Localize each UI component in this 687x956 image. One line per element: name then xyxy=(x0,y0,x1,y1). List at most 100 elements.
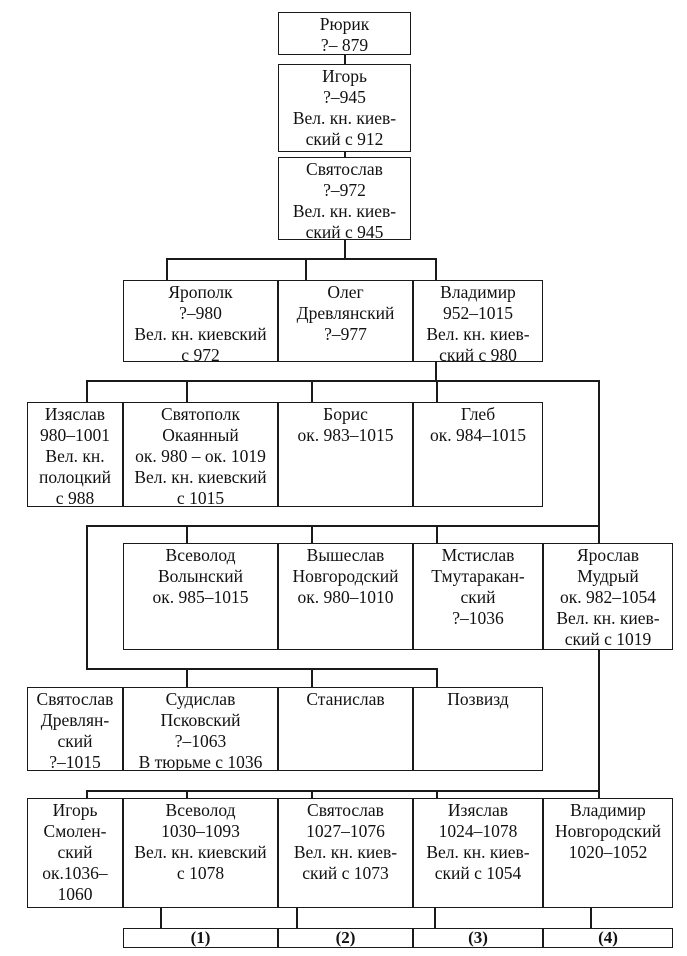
connector-line xyxy=(590,908,592,928)
connector-line xyxy=(311,668,313,687)
generation-cell: (4) xyxy=(543,928,673,948)
person-text-line: ский xyxy=(57,731,93,751)
connector-line xyxy=(86,380,88,402)
person-text-line: ?–1036 xyxy=(452,608,504,628)
person-text-line: 1060 xyxy=(57,884,93,904)
connector-line xyxy=(186,380,188,402)
person-text-line: Борис xyxy=(323,404,368,424)
person-text-line: ?–972 xyxy=(323,180,366,200)
person-text-line: Тмутаракан- xyxy=(431,566,525,586)
person-text-line: ?–1063 xyxy=(174,731,227,751)
connector-line xyxy=(435,362,437,380)
person-text-line: ?–977 xyxy=(324,324,367,344)
person-text-line: Вел. кн. киев- xyxy=(426,842,530,862)
person-box-pozvizd: Позвизд xyxy=(413,687,543,771)
person-text-line: Ярослав xyxy=(576,545,640,565)
person-text-line: Рюрик xyxy=(319,14,370,34)
connector-line xyxy=(186,790,188,798)
person-box-stanislav: Станислав xyxy=(278,687,413,771)
connector-line xyxy=(344,240,346,258)
person-text-line: 1030–1093 xyxy=(161,821,240,841)
person-text-line: Изяслав xyxy=(44,404,106,424)
person-text-line: 1027–1076 xyxy=(306,821,385,841)
person-text-line: с 972 xyxy=(181,345,220,362)
connector-line xyxy=(311,380,313,402)
person-text-line: Ярополк xyxy=(168,282,233,302)
connector-line xyxy=(86,668,438,670)
person-text-line: Вел. кн. киев- xyxy=(556,608,660,628)
person-text-line: Глеб xyxy=(460,404,496,424)
connector-line xyxy=(436,380,438,402)
person-text-line: ок. 984–1015 xyxy=(429,425,526,445)
generation-cell: (3) xyxy=(413,928,543,948)
person-text-line: ?–1015 xyxy=(49,752,101,771)
person-text-line: ок. 985–1015 xyxy=(152,587,249,607)
person-text-line: Псковский xyxy=(160,710,241,730)
person-text-line: Вел. кн. киев- xyxy=(292,108,397,128)
person-text-line: ок. 983–1015 xyxy=(297,425,394,445)
connector-line xyxy=(598,380,600,525)
person-text-line: Вел. кн. киевский xyxy=(134,324,267,344)
person-text-line: Святослав xyxy=(307,800,384,820)
connector-line xyxy=(86,525,600,527)
person-text-line: Вел. кн. киевский xyxy=(134,467,267,487)
connector-line xyxy=(344,152,346,157)
person-text-line: Всеволод xyxy=(165,800,236,820)
person-text-line: Вел. кн. киев- xyxy=(426,324,530,344)
generation-cell: (1) xyxy=(123,928,278,948)
person-text-line: Мстислав xyxy=(441,545,515,565)
person-text-line: Всеволод xyxy=(165,545,236,565)
person-box-ryurik: Рюрик?– 879 xyxy=(278,12,411,55)
connector-line xyxy=(311,790,313,798)
person-text-line: с 988 xyxy=(55,488,95,507)
person-text-line: Святополк xyxy=(160,404,241,424)
connector-line xyxy=(86,380,600,382)
person-text-line: ский с 945 xyxy=(305,222,384,240)
connector-line xyxy=(296,908,298,928)
connector-line xyxy=(434,908,436,928)
person-text-line: ?–980 xyxy=(179,303,222,323)
person-text-line: Волынский xyxy=(157,566,244,586)
person-text-line: ский с 1019 xyxy=(564,629,652,649)
person-text-line: ский xyxy=(460,587,496,607)
person-text-line: Вел. кн. киев- xyxy=(292,201,397,221)
person-text-line: Позвизд xyxy=(447,689,509,709)
person-text-line: ский с 980 xyxy=(439,345,517,362)
person-text-line: В тюрьме с 1036 xyxy=(138,752,263,771)
person-text-line: Игорь xyxy=(322,66,367,86)
person-text-line: Святослав xyxy=(306,159,383,179)
connector-line xyxy=(435,258,437,280)
person-text-line: Вел. кн. киевский xyxy=(134,842,267,862)
connector-line xyxy=(160,908,162,928)
person-text-line: Святослав xyxy=(36,689,114,709)
person-text-line: ок.1036– xyxy=(42,863,108,883)
connector-line xyxy=(166,258,168,280)
connector-line xyxy=(436,525,438,543)
person-text-line: ский с 1073 xyxy=(302,863,389,883)
person-text-line: ский с 1054 xyxy=(434,863,522,883)
person-text-line: Олег xyxy=(327,282,364,302)
person-text-line: ок. 980 – ок. 1019 xyxy=(135,446,266,466)
person-text-line: Мудрый xyxy=(577,566,639,586)
connector-line xyxy=(436,668,438,687)
person-text-line: Новгородский xyxy=(554,821,662,841)
person-text-line: Древлян- xyxy=(40,710,110,730)
connector-line xyxy=(86,525,88,668)
person-text-line: 952–1015 xyxy=(443,303,513,323)
person-text-line: Игорь xyxy=(52,800,98,820)
person-text-line: Владимир xyxy=(570,800,646,820)
